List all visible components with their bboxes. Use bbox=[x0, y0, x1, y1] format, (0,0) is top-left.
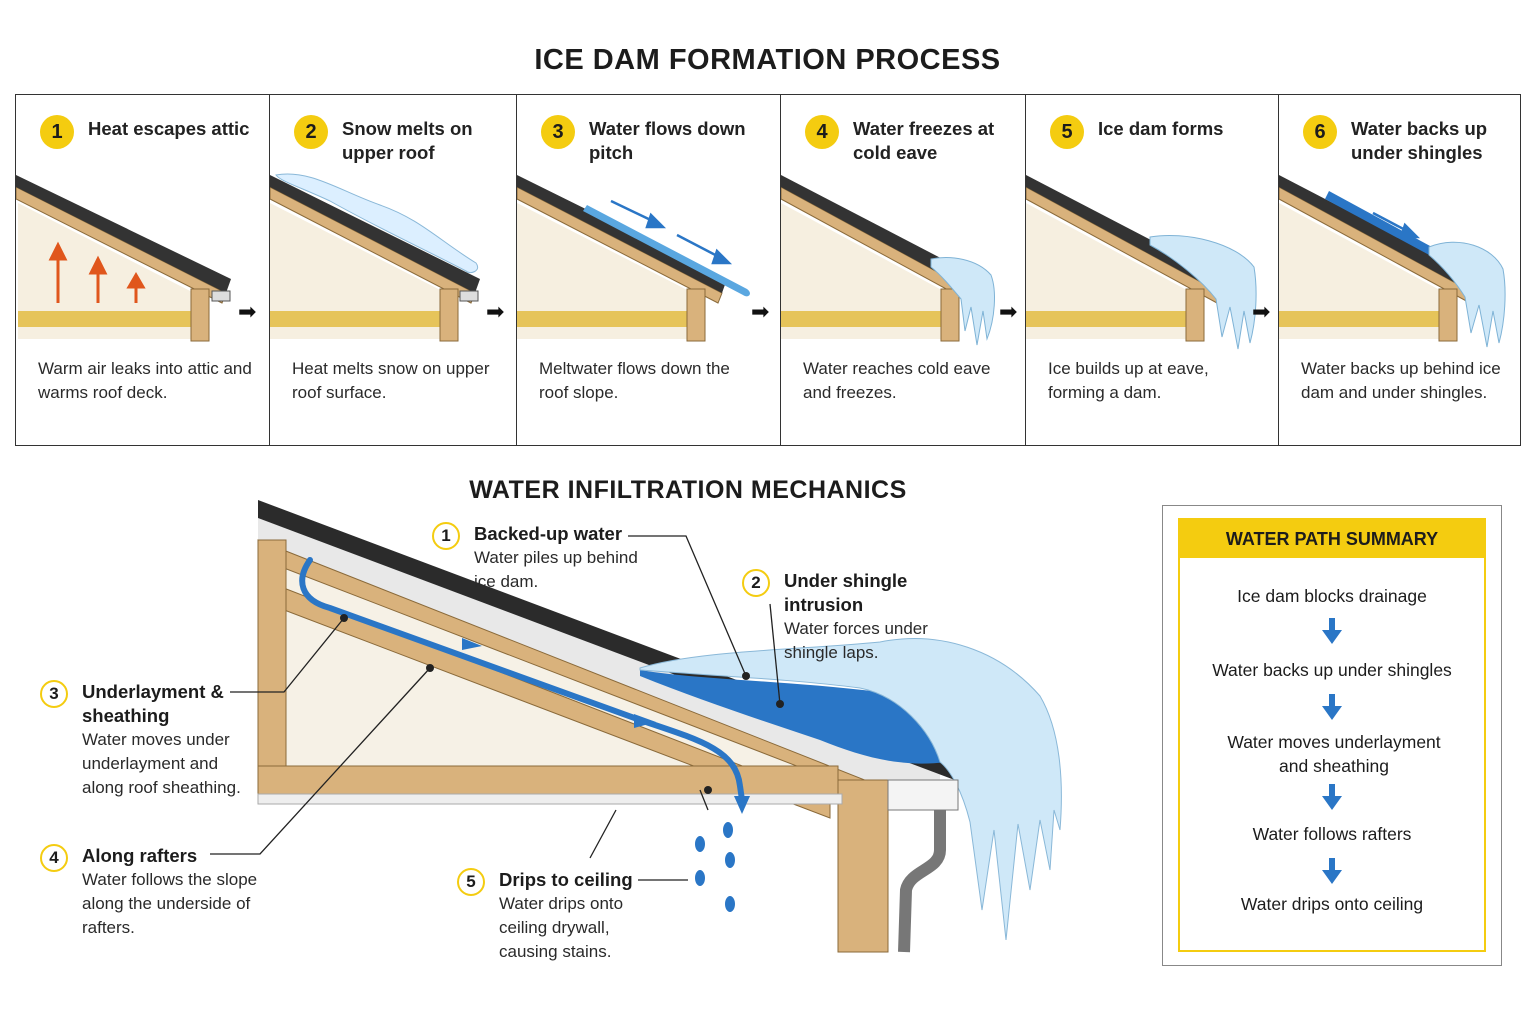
callout-title: Underlayment & sheathing bbox=[82, 681, 224, 726]
flow-arrow-icon bbox=[1372, 211, 1421, 239]
step-badge: 2 bbox=[294, 115, 328, 149]
next-arrow-icon: ➡ bbox=[238, 299, 257, 324]
callout-title: Under shingle intrusion bbox=[784, 570, 908, 615]
summary-step: Water drips onto ceiling bbox=[1240, 894, 1424, 914]
down-arrow-icon bbox=[1322, 694, 1342, 720]
callout-drips: 5 Drips to ceiling Water drips onto ceil… bbox=[457, 868, 657, 964]
callout-under-shingle: 2 Under shingle intrusion Water forces u… bbox=[742, 569, 982, 665]
flow-arrow-icon bbox=[610, 199, 733, 265]
callout-desc: Water drips onto ceiling drywall, causin… bbox=[499, 894, 624, 961]
step-title: Water backs up under shingles bbox=[1351, 118, 1488, 163]
step-desc: Ice builds up at eave, forming a dam. bbox=[1048, 359, 1209, 402]
callout-badge: 1 bbox=[432, 522, 460, 550]
step-badge: 3 bbox=[541, 115, 575, 149]
callout-title: Drips to ceiling bbox=[499, 869, 633, 890]
summary-step: Ice dam blocks drainage bbox=[1237, 586, 1427, 606]
step-badge: 6 bbox=[1303, 115, 1337, 149]
down-arrow-icon bbox=[1322, 858, 1342, 884]
callout-badge: 4 bbox=[40, 844, 68, 872]
next-arrow-icon: ➡ bbox=[999, 299, 1018, 324]
callout-badge: 3 bbox=[40, 680, 68, 708]
step-panel-6: 6 Water backs up under shingles Water ba… bbox=[1278, 95, 1522, 445]
step-panel-4: 4 Water freezes at cold eave Water reach… bbox=[780, 95, 1025, 445]
callout-desc: Water follows the slope along the unders… bbox=[82, 870, 258, 937]
callout-desc: Water piles up behind ice dam. bbox=[474, 548, 638, 591]
step-panel-5: 5 Ice dam forms Ice builds up at eave, f… bbox=[1025, 95, 1278, 445]
roof-scene-freeze bbox=[781, 175, 995, 346]
summary-box: WATER PATH SUMMARY Ice dam blocks draina… bbox=[1178, 518, 1486, 952]
step-title: Heat escapes attic bbox=[88, 118, 250, 139]
step-badge: 4 bbox=[805, 115, 839, 149]
callout-badge: 5 bbox=[457, 868, 485, 896]
mechanics-diagram bbox=[210, 500, 1062, 953]
mechanics-title: WATER INFILTRATION MECHANICS bbox=[469, 476, 907, 504]
callout-desc: Water moves under underlayment and along… bbox=[82, 730, 241, 797]
step-badge: 1 bbox=[40, 115, 74, 149]
step-title: Water flows down pitch bbox=[589, 118, 746, 163]
step-desc: Warm air leaks into attic and warms roof… bbox=[38, 359, 252, 402]
heat-arrow-icon bbox=[48, 241, 146, 303]
callout-backed-up-water: 1 Backed-up water Water piles up behind … bbox=[432, 522, 642, 594]
process-strip: 1 Heat escapes attic Warm air leaks into… bbox=[15, 94, 1521, 446]
step-title: Ice dam forms bbox=[1098, 118, 1224, 139]
roof-scene-heat bbox=[16, 175, 231, 342]
roof-scene-melt bbox=[270, 173, 480, 342]
flow-arrow-icon bbox=[462, 638, 750, 814]
callout-underlayment: 3 Underlayment & sheathing Water moves u… bbox=[40, 680, 255, 800]
main-title: ICE DAM FORMATION PROCESS bbox=[534, 44, 1001, 76]
step-desc: Water backs up behind ice dam and under … bbox=[1301, 359, 1501, 402]
down-arrow-icon bbox=[1322, 618, 1342, 644]
callout-desc: Water forces under shingle laps. bbox=[784, 619, 928, 662]
summary-step: Water moves underlayment and sheathing bbox=[1227, 732, 1441, 776]
step-title: Water freezes at cold eave bbox=[853, 118, 995, 163]
step-panel-3: 3 Water flows down pitch Meltwater flows… bbox=[516, 95, 780, 445]
down-arrow-icon bbox=[1322, 784, 1342, 810]
step-panel-2: 2 Snow melts on upper roof Heat melts sn… bbox=[269, 95, 516, 445]
step-desc: Heat melts snow on upper roof surface. bbox=[292, 359, 490, 402]
summary-step: Water follows rafters bbox=[1252, 824, 1412, 844]
next-arrow-icon: ➡ bbox=[751, 299, 770, 324]
summary-title: WATER PATH SUMMARY bbox=[1180, 520, 1484, 558]
callout-title: Backed-up water bbox=[474, 523, 623, 544]
step-desc: Water reaches cold eave and freezes. bbox=[803, 359, 991, 402]
roof-scene-flow bbox=[517, 175, 750, 342]
roof-scene-dam bbox=[1026, 175, 1257, 350]
step-title: Snow melts on upper roof bbox=[342, 118, 473, 163]
callout-rafters: 4 Along rafters Water follows the slope … bbox=[40, 844, 270, 940]
next-arrow-icon: ➡ bbox=[486, 299, 505, 324]
next-arrow-icon: ➡ bbox=[1252, 299, 1271, 324]
step-desc: Meltwater flows down the roof slope. bbox=[539, 359, 730, 402]
step-panel-1: 1 Heat escapes attic Warm air leaks into… bbox=[16, 95, 269, 445]
callout-title: Along rafters bbox=[82, 845, 198, 866]
summary-step: Water backs up under shingles bbox=[1212, 660, 1452, 680]
callout-badge: 2 bbox=[742, 569, 770, 597]
step-badge: 5 bbox=[1050, 115, 1084, 149]
water-drop-icon bbox=[695, 822, 735, 912]
roof-scene-backup bbox=[1279, 175, 1506, 348]
water-path-summary: WATER PATH SUMMARY Ice dam blocks draina… bbox=[1162, 505, 1502, 966]
